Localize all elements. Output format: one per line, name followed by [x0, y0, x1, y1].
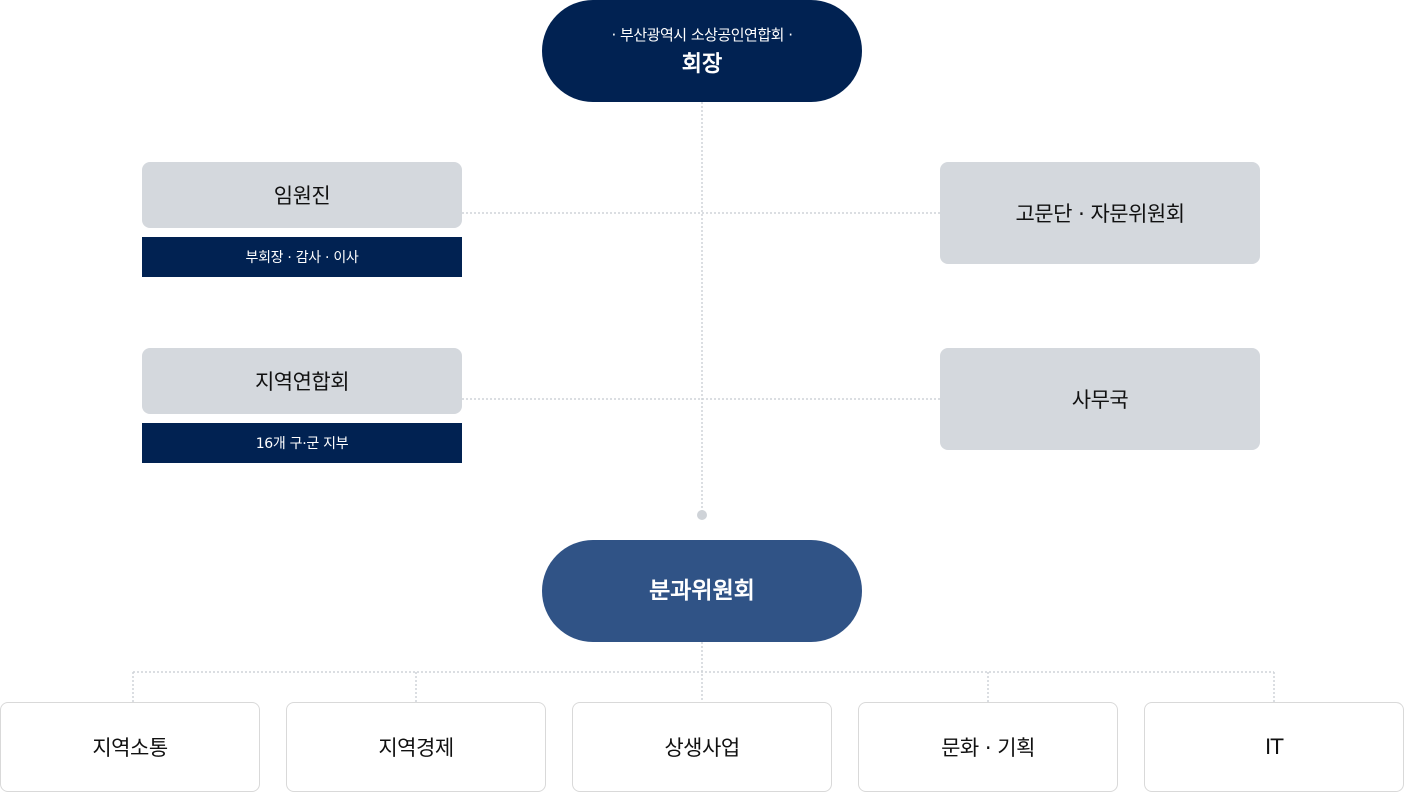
president-node: · 부산광역시 소상공인연합회 · 회장: [542, 0, 862, 102]
subcommittee-title: 분과위원회: [649, 578, 755, 604]
organization-name: · 부산광역시 소상공인연합회 ·: [611, 25, 793, 44]
subcommittee-node: 분과위원회: [542, 540, 862, 642]
committee-box: IT: [1144, 702, 1404, 792]
regional-sub-label: 16개 구·군 지부: [255, 436, 349, 452]
executives-sub-bar: 부회장 · 감사 · 이사: [142, 237, 462, 277]
executives-sub-label: 부회장 · 감사 · 이사: [245, 250, 359, 266]
regional-node: 지역연합회: [142, 348, 462, 414]
advisory-label: 고문단 · 자문위원회: [1015, 202, 1185, 226]
committee-label: IT: [1264, 735, 1284, 759]
committee-box: 지역경제: [286, 702, 546, 792]
executives-node: 임원진: [142, 162, 462, 228]
secretariat-label: 사무국: [1071, 388, 1129, 412]
committee-label: 상생사업: [664, 736, 740, 760]
junction-dot: [697, 510, 707, 520]
committee-box: 상생사업: [572, 702, 832, 792]
advisory-node: 고문단 · 자문위원회: [940, 162, 1260, 264]
committee-box: 지역소통: [0, 702, 260, 792]
committee-box: 문화 · 기획: [858, 702, 1118, 792]
committee-label: 지역경제: [378, 736, 454, 760]
committee-label: 지역소통: [92, 736, 168, 760]
regional-label: 지역연합회: [254, 370, 350, 394]
secretariat-node: 사무국: [940, 348, 1260, 450]
executives-label: 임원진: [273, 184, 331, 208]
committee-label: 문화 · 기획: [941, 736, 1035, 760]
regional-sub-bar: 16개 구·군 지부: [142, 423, 462, 463]
president-title: 회장: [681, 51, 723, 77]
